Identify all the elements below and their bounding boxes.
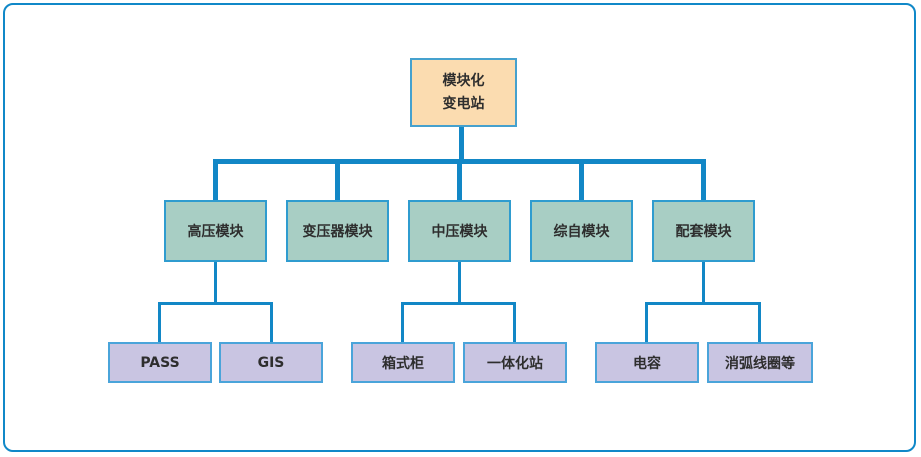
- connector-root-drop: [459, 126, 464, 164]
- connector-drop-medium-voltage: [457, 159, 462, 200]
- node-gis: GIS: [219, 342, 323, 383]
- connector-supporting-stem: [702, 262, 705, 305]
- node-pass-label: PASS: [140, 354, 180, 371]
- node-high-voltage-module: 高压模块: [164, 200, 267, 262]
- node-medium-voltage-module-label: 中压模块: [431, 224, 488, 240]
- node-arc-suppression-coil: 消弧线圈等: [707, 342, 813, 383]
- connector-high-voltage-bus: [158, 302, 273, 305]
- node-integrated-station: 一体化站: [463, 342, 567, 383]
- node-box-type-cabinet-label: 箱式柜: [382, 355, 424, 372]
- connector-drop-arc-coil: [758, 302, 761, 342]
- node-medium-voltage-module: 中压模块: [408, 200, 511, 262]
- node-capacitor-label: 电容: [633, 355, 661, 372]
- node-pass: PASS: [108, 342, 212, 383]
- connector-drop-transformer: [335, 159, 340, 200]
- node-integrated-station-label: 一体化站: [487, 355, 543, 372]
- node-transformer-module-label: 变压器模块: [302, 224, 373, 240]
- node-transformer-module: 变压器模块: [286, 200, 389, 262]
- node-integrated-automation-module: 综自模块: [530, 200, 633, 262]
- connector-medium-voltage-bus: [401, 302, 516, 305]
- node-modular-substation: 模块化 变电站: [410, 58, 517, 127]
- connector-drop-integrated-automation: [579, 159, 584, 200]
- connector-drop-integrated-station: [513, 302, 516, 342]
- node-modular-substation-label-line2: 变电站: [442, 95, 485, 112]
- connector-drop-high-voltage: [213, 159, 218, 200]
- connector-drop-pass: [158, 302, 161, 342]
- node-modular-substation-label-line1: 模块化: [442, 72, 485, 89]
- node-arc-suppression-coil-label: 消弧线圈等: [725, 355, 795, 372]
- connector-drop-capacitor: [645, 302, 648, 342]
- connector-drop-box-cabinet: [401, 302, 404, 342]
- node-capacitor: 电容: [595, 342, 699, 383]
- node-box-type-cabinet: 箱式柜: [351, 342, 455, 383]
- connector-supporting-bus: [645, 302, 761, 305]
- node-supporting-module: 配套模块: [652, 200, 755, 262]
- connector-drop-gis: [270, 302, 273, 342]
- connector-drop-supporting: [701, 159, 706, 200]
- connector-high-voltage-stem: [214, 262, 217, 305]
- node-integrated-automation-module-label: 综自模块: [553, 224, 610, 240]
- node-supporting-module-label: 配套模块: [675, 224, 732, 240]
- node-high-voltage-module-label: 高压模块: [187, 224, 244, 240]
- connector-medium-voltage-stem: [458, 262, 461, 305]
- node-gis-label: GIS: [257, 354, 285, 371]
